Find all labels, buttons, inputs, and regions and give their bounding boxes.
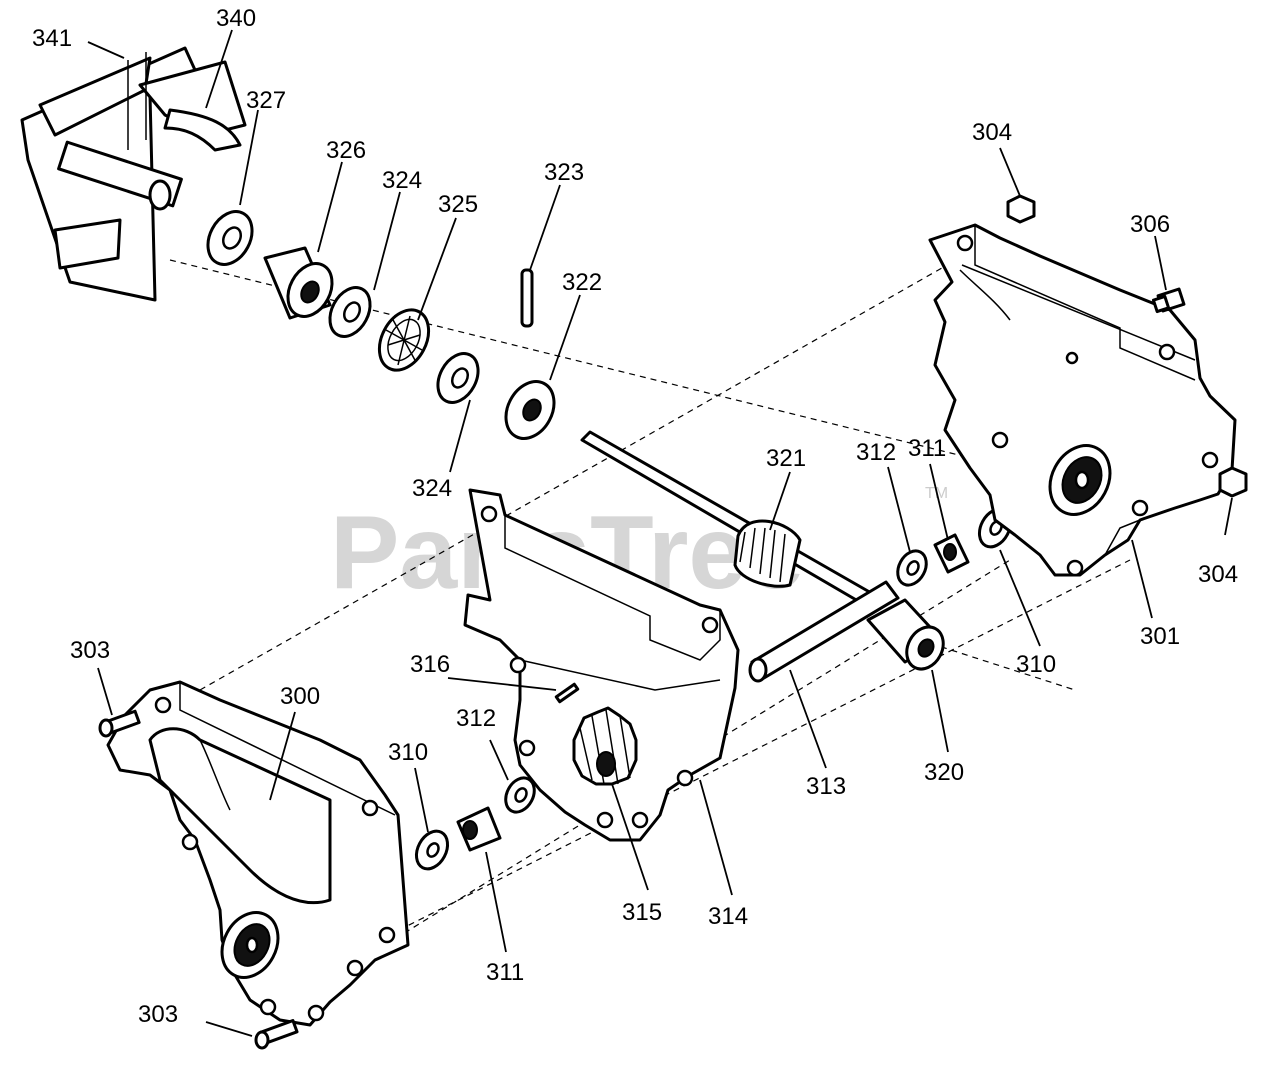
key-316	[554, 682, 580, 704]
gasket-314	[463, 488, 740, 842]
washer-310-left	[414, 829, 450, 871]
nut-304-right	[1218, 466, 1248, 498]
bolt-303-bottom	[254, 1019, 299, 1050]
bearing-326	[263, 246, 334, 320]
callout-310-right: 310	[1016, 651, 1056, 678]
callout-304-top: 304	[972, 119, 1012, 146]
auger-impeller	[20, 46, 247, 302]
gear-housing-300	[106, 680, 410, 1027]
leader-lines	[87, 29, 1233, 1037]
bolt-303-top	[98, 709, 141, 738]
callout-314: 314	[708, 903, 748, 930]
callout-313: 313	[806, 773, 846, 800]
callout-301: 301	[1140, 623, 1180, 650]
callout-311-right: 311	[908, 435, 946, 462]
callout-310-left: 310	[388, 739, 428, 766]
callout-327: 327	[246, 87, 286, 114]
callout-312-left: 312	[456, 705, 496, 732]
callout-323: 323	[544, 159, 584, 186]
bearing-311-right	[933, 533, 970, 574]
washer-324-upper	[328, 286, 372, 338]
nut-304-top	[1006, 194, 1036, 224]
callout-303-top: 303	[70, 637, 110, 664]
bushing-320	[866, 598, 945, 671]
callouts: 341 340 327 326 324 325 323 322 324 304 …	[32, 5, 1238, 1028]
roll-pin-323	[520, 268, 534, 328]
washer-312-left	[504, 776, 536, 814]
gear-housing-301	[928, 223, 1237, 577]
callout-303-bottom: 303	[138, 1001, 178, 1028]
fitting-306	[1151, 287, 1186, 314]
collar-322	[504, 380, 556, 440]
callout-312-right: 312	[856, 439, 896, 466]
callout-316: 316	[410, 651, 450, 678]
washer-312-right	[896, 549, 928, 587]
callout-320: 320	[924, 759, 964, 786]
callout-315: 315	[622, 899, 662, 926]
callout-306: 306	[1130, 211, 1170, 238]
callout-304-right: 304	[1198, 561, 1238, 588]
bearing-311-left	[456, 806, 502, 852]
callout-324-upper: 324	[382, 167, 422, 194]
callout-340: 340	[216, 5, 256, 32]
callout-311-left: 311	[486, 959, 524, 986]
callout-324-lower: 324	[412, 475, 452, 502]
callout-300: 300	[280, 683, 320, 710]
washer-327	[206, 210, 254, 266]
callout-341: 341	[32, 25, 72, 52]
washer-324-lower	[436, 352, 480, 404]
callout-322: 322	[562, 269, 602, 296]
callout-325: 325	[438, 191, 478, 218]
callout-326: 326	[326, 137, 366, 164]
axle-313	[748, 580, 900, 683]
callout-321: 321	[766, 445, 806, 472]
thrust-bearing-325	[377, 308, 431, 372]
worm-gear-315	[572, 706, 638, 786]
